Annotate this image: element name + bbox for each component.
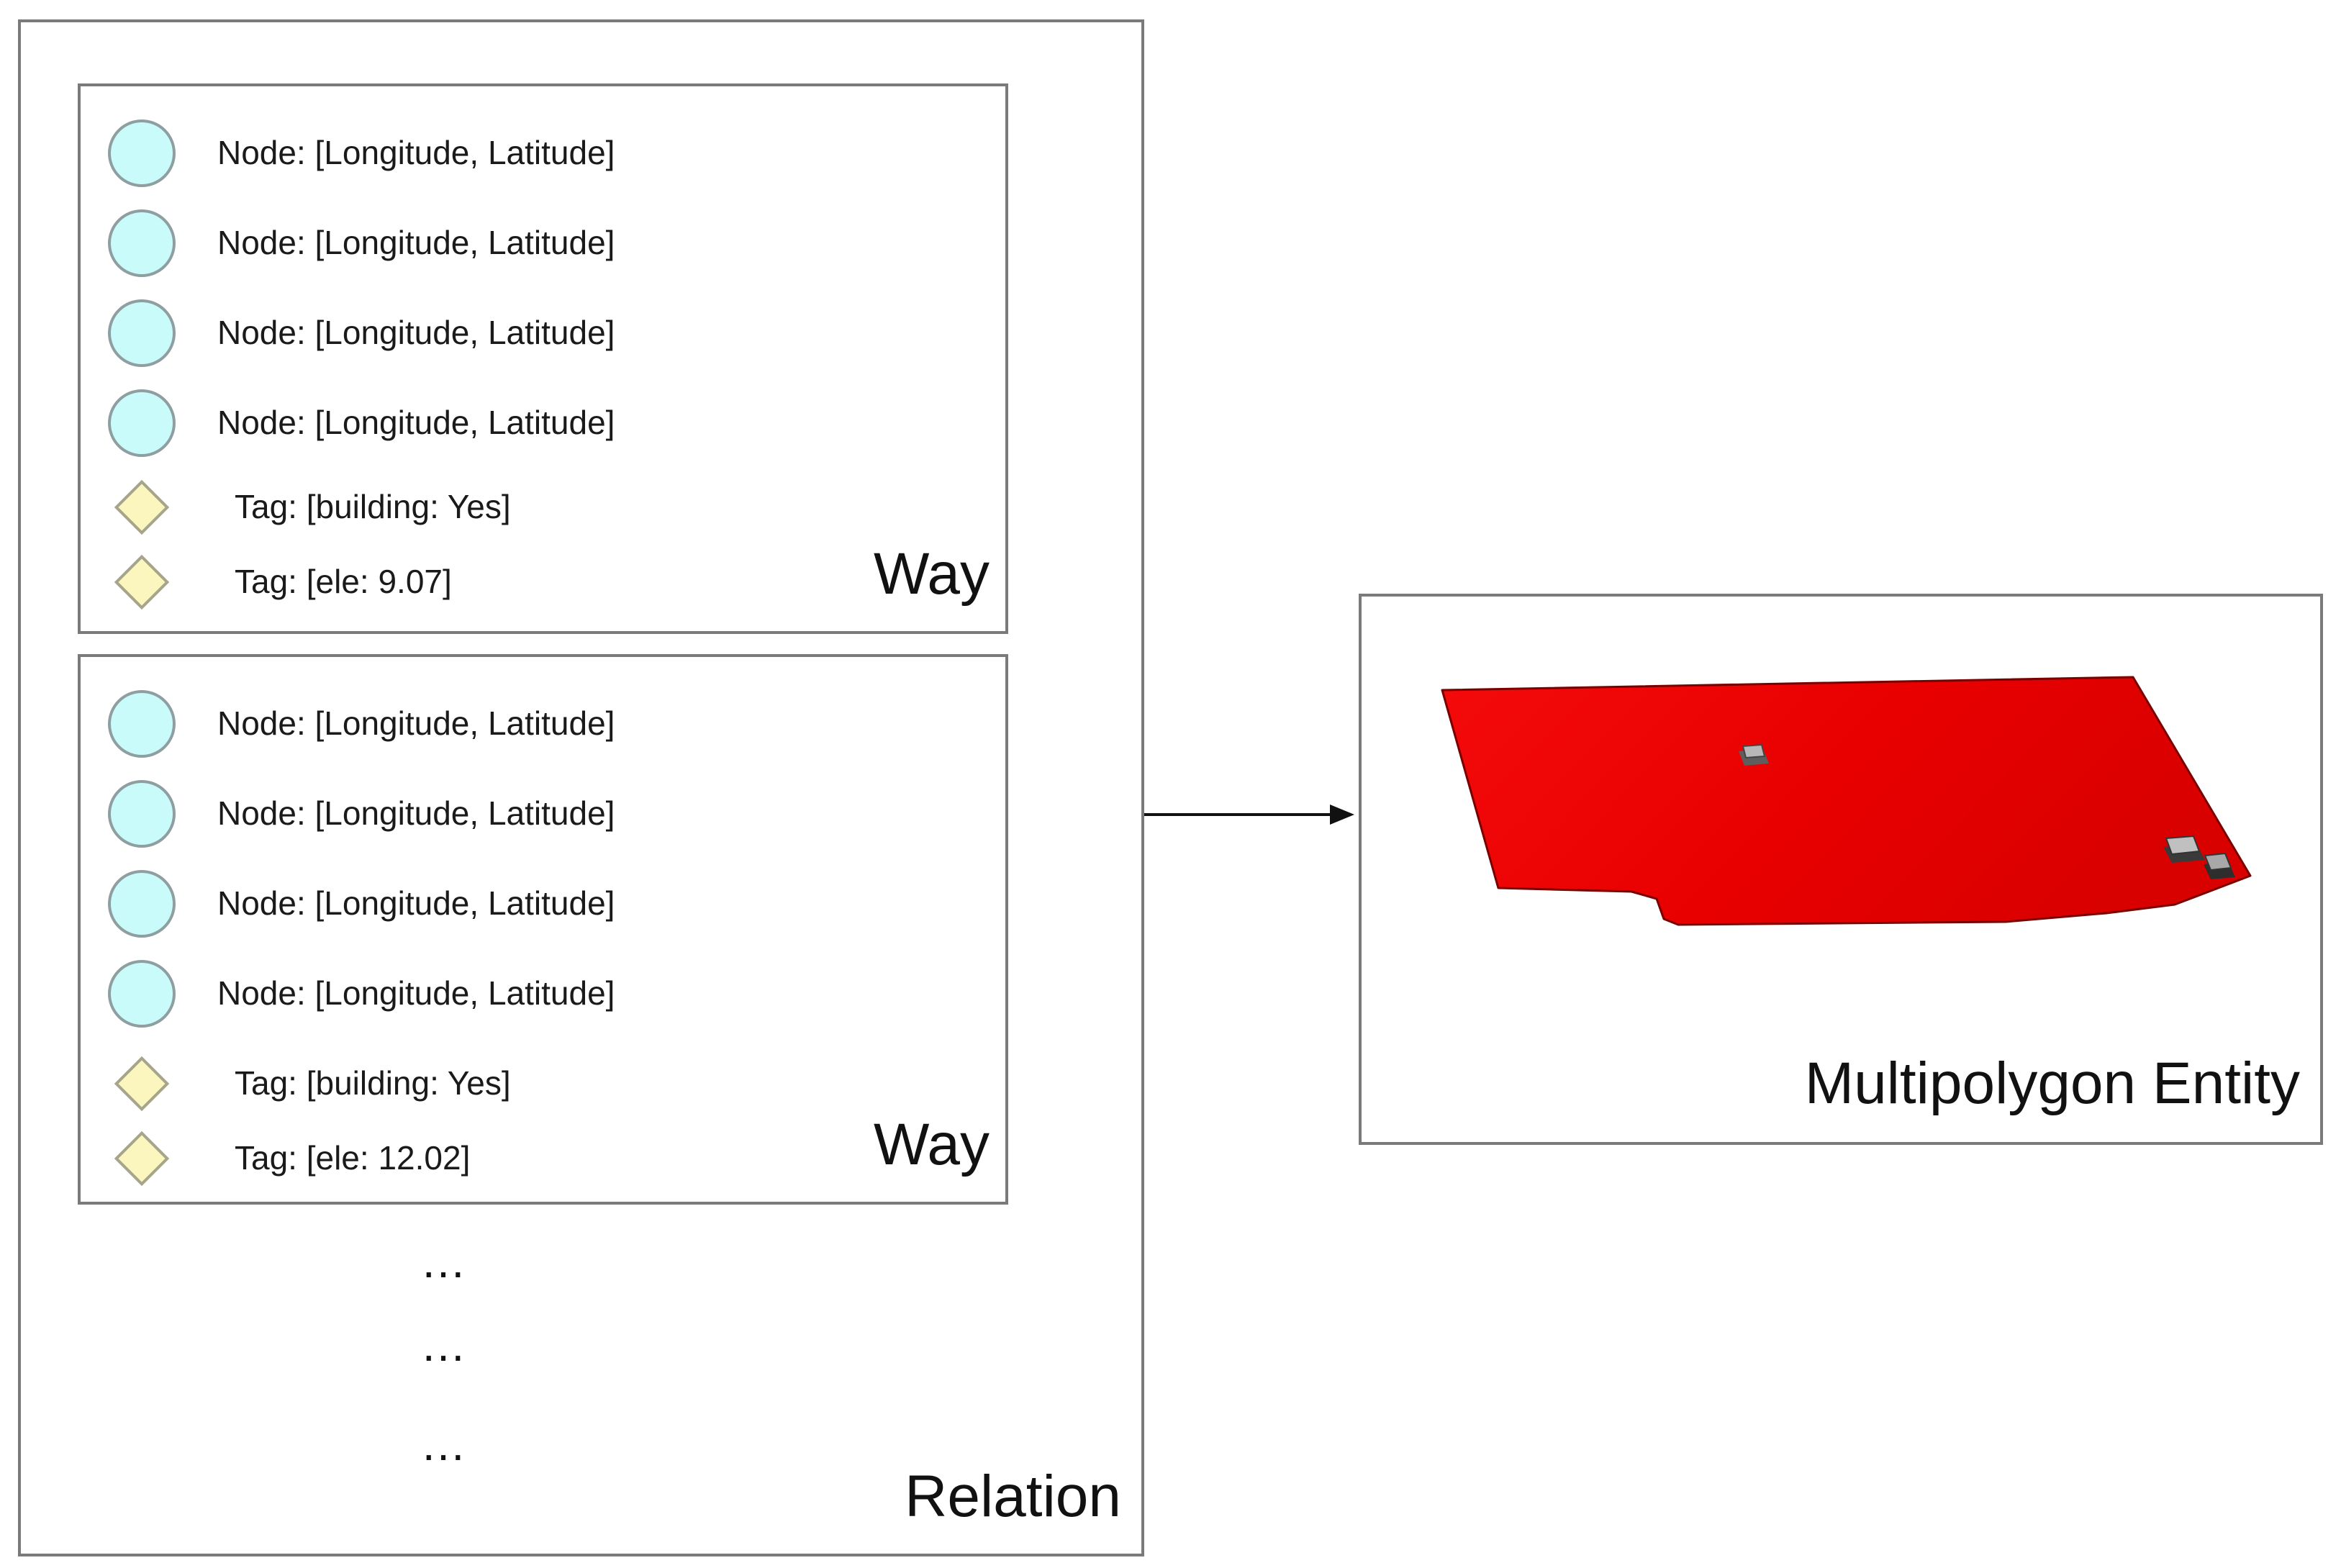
- tag-diamond-icon: [114, 1130, 170, 1187]
- node-label: Node: [Longitude, Latitude]: [217, 704, 615, 742]
- tag-label: Tag: [ele: 12.02]: [235, 1139, 471, 1177]
- tag-row: Tag: [building: Yes]: [81, 471, 944, 550]
- node-label: Node: [Longitude, Latitude]: [217, 404, 615, 441]
- node-label: Node: [Longitude, Latitude]: [217, 794, 615, 832]
- arrow-right-icon: [1144, 805, 1354, 825]
- node-circle-icon: [108, 870, 176, 938]
- node-row: Node: [Longitude, Latitude]: [81, 867, 944, 946]
- node-circle-icon: [108, 960, 176, 1028]
- building-block: [2163, 835, 2205, 863]
- way-box: Node: [Longitude, Latitude] Node: [Longi…: [78, 83, 1008, 634]
- ellipsis: …: [420, 1319, 466, 1371]
- tag-label: Tag: [ele: 9.07]: [235, 563, 452, 600]
- node-row: Node: [Longitude, Latitude]: [81, 386, 944, 466]
- tag-diamond-icon: [114, 1056, 170, 1112]
- tag-diamond-icon: [114, 479, 170, 535]
- node-label: Node: [Longitude, Latitude]: [217, 224, 615, 261]
- node-row: Node: [Longitude, Latitude]: [81, 207, 944, 286]
- node-label: Node: [Longitude, Latitude]: [217, 134, 615, 171]
- node-circle-icon: [108, 780, 176, 848]
- node-circle-icon: [108, 389, 176, 457]
- multipolygon-render: [1441, 676, 2252, 926]
- way-label: Way: [874, 1112, 990, 1177]
- node-circle-icon: [108, 299, 176, 367]
- tag-row: Tag: [building: Yes]: [81, 1047, 944, 1126]
- building-block: [1739, 743, 1769, 766]
- multipolygon-entity-box: Multipolygon Entity: [1359, 594, 2323, 1145]
- node-row: Node: [Longitude, Latitude]: [81, 777, 944, 856]
- way-box: Node: [Longitude, Latitude] Node: [Longi…: [78, 654, 1008, 1205]
- ellipsis: …: [420, 1418, 466, 1470]
- way-label: Way: [874, 541, 990, 607]
- polygon-surface: [1441, 676, 2252, 926]
- building-block: [2204, 852, 2235, 879]
- multipolygon-entity-label: Multipolygon Entity: [1804, 1051, 2300, 1116]
- tag-label: Tag: [building: Yes]: [235, 1064, 511, 1102]
- relation-label: Relation: [905, 1464, 1121, 1529]
- node-row: Node: [Longitude, Latitude]: [81, 117, 944, 196]
- node-label: Node: [Longitude, Latitude]: [217, 884, 615, 922]
- node-row: Node: [Longitude, Latitude]: [81, 957, 944, 1036]
- tag-row: Tag: [ele: 12.02]: [81, 1122, 944, 1201]
- node-circle-icon: [108, 209, 176, 277]
- relation-box: Node: [Longitude, Latitude] Node: [Longi…: [18, 19, 1144, 1556]
- node-label: Node: [Longitude, Latitude]: [217, 314, 615, 351]
- tag-diamond-icon: [114, 554, 170, 610]
- tag-row: Tag: [ele: 9.07]: [81, 545, 944, 625]
- tag-label: Tag: [building: Yes]: [235, 488, 511, 525]
- node-circle-icon: [108, 119, 176, 187]
- node-label: Node: [Longitude, Latitude]: [217, 974, 615, 1012]
- node-row: Node: [Longitude, Latitude]: [81, 687, 944, 766]
- node-circle-icon: [108, 690, 176, 758]
- node-row: Node: [Longitude, Latitude]: [81, 296, 944, 376]
- ellipsis: …: [420, 1236, 466, 1287]
